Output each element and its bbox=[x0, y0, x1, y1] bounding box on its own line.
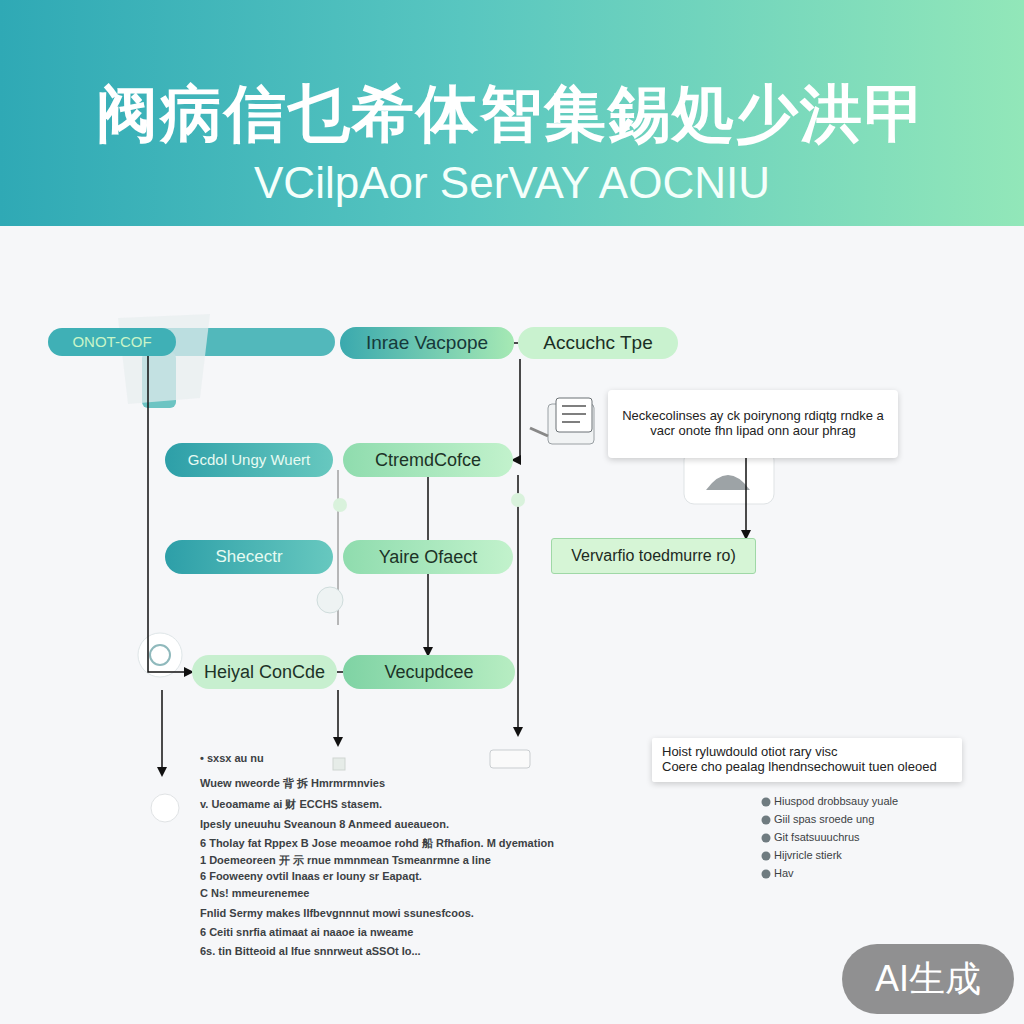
process-pill: CtremdCofce bbox=[343, 443, 513, 477]
subtitle: VCilpAor SerVAY AOCNIU bbox=[0, 158, 1024, 208]
process-pill: Gcdol Ungy Wuert bbox=[165, 443, 333, 477]
process-pill: Heiyal ConCde bbox=[192, 655, 337, 689]
note-box: Hoist ryluwdould otiot rary viscCoere ch… bbox=[652, 738, 962, 782]
node-text: Gcdol Ungy Wuert bbox=[188, 451, 310, 468]
node-text: Shecectr bbox=[215, 547, 282, 567]
node-text: Yaire Ofaect bbox=[379, 547, 478, 568]
node-text: Neckecolinses ay ck poirynong rdiqtg rnd… bbox=[618, 409, 888, 439]
node-text: CtremdCofce bbox=[375, 450, 481, 471]
list-line: v. Ueoamame ai 财 ECCHS stasem. bbox=[200, 797, 600, 812]
title: 阀病信乜希体智集錫処少洪甲 bbox=[0, 72, 1024, 156]
process-pill: Vecupdcee bbox=[343, 655, 515, 689]
bullet-item: Hiuspod drobbsauy yuale bbox=[774, 795, 974, 807]
node-text: Vervarfio toedmurre ro) bbox=[571, 547, 736, 565]
bullet-dot bbox=[762, 870, 771, 879]
process-pill: Shecectr bbox=[165, 540, 333, 574]
bullet-item: Hijvricle stierk bbox=[774, 849, 974, 861]
list-line: Fnlid Sermy makes IIfbevgnnnut mowi ssun… bbox=[200, 907, 600, 919]
node-text: Accuchc Tpe bbox=[543, 332, 652, 354]
node-text: Coere cho pealag lhendnsechowuit tuen ol… bbox=[662, 760, 937, 775]
connector bbox=[745, 458, 747, 538]
node-text: ONOT-COF bbox=[72, 333, 151, 350]
watermark: AI生成 bbox=[842, 944, 1014, 1014]
node-text: Hoist ryluwdould otiot rary visc bbox=[662, 745, 838, 760]
list-line: 6 Ceiti snrfia atimaat ai naaoe ia nweam… bbox=[200, 926, 600, 938]
connector bbox=[513, 359, 520, 460]
process-pill: Accuchc Tpe bbox=[518, 327, 678, 359]
list-line: 6s. tin Bitteoid al Ifue snnrweut aSSOt … bbox=[200, 945, 600, 957]
bullet-dot bbox=[762, 852, 771, 861]
list-line: Ipesly uneuuhu Sveanoun 8 Anmeed aueaueo… bbox=[200, 818, 600, 830]
bullet-item: Giil spas sroede ung bbox=[774, 813, 974, 825]
node-text: Vecupdcee bbox=[384, 662, 473, 683]
list-line: • sxsx au nu bbox=[200, 752, 600, 764]
bullet-dot bbox=[762, 816, 771, 825]
connector bbox=[427, 477, 429, 540]
node-text: Heiyal ConCde bbox=[204, 662, 325, 683]
list-line: 6 Tholay fat Rppex B Jose meoamoe rohd 船… bbox=[200, 836, 600, 851]
list-line: C Ns! mmeurenemee bbox=[200, 887, 600, 899]
bullet-dot bbox=[762, 834, 771, 843]
bullet-item: Hav bbox=[774, 867, 974, 879]
node-text: Inrae Vacpope bbox=[366, 332, 488, 354]
process-pill: Inrae Vacpope bbox=[340, 327, 514, 359]
list-line: 1 Doemeoreen 开 示 rnue mmnmean Tsmeanrmne… bbox=[200, 853, 600, 868]
bullet-dot bbox=[762, 798, 771, 807]
connector bbox=[427, 574, 429, 655]
result-box: Vervarfio toedmurre ro) bbox=[551, 538, 756, 574]
process-pill: Yaire Ofaect bbox=[343, 540, 513, 574]
start-pill: ONOT-COF bbox=[48, 328, 176, 356]
list-line: 6 Fooweeny ovtil Inaas er louny sr Eapaq… bbox=[200, 870, 600, 882]
bullet-item: Git fsatsuuuchrus bbox=[774, 831, 974, 843]
list-line: Wuew nweorde 背 拆 Hmrmrmnvies bbox=[200, 776, 600, 791]
note-box: Neckecolinses ay ck poirynong rdiqtg rnd… bbox=[608, 390, 898, 458]
connector bbox=[148, 356, 192, 672]
